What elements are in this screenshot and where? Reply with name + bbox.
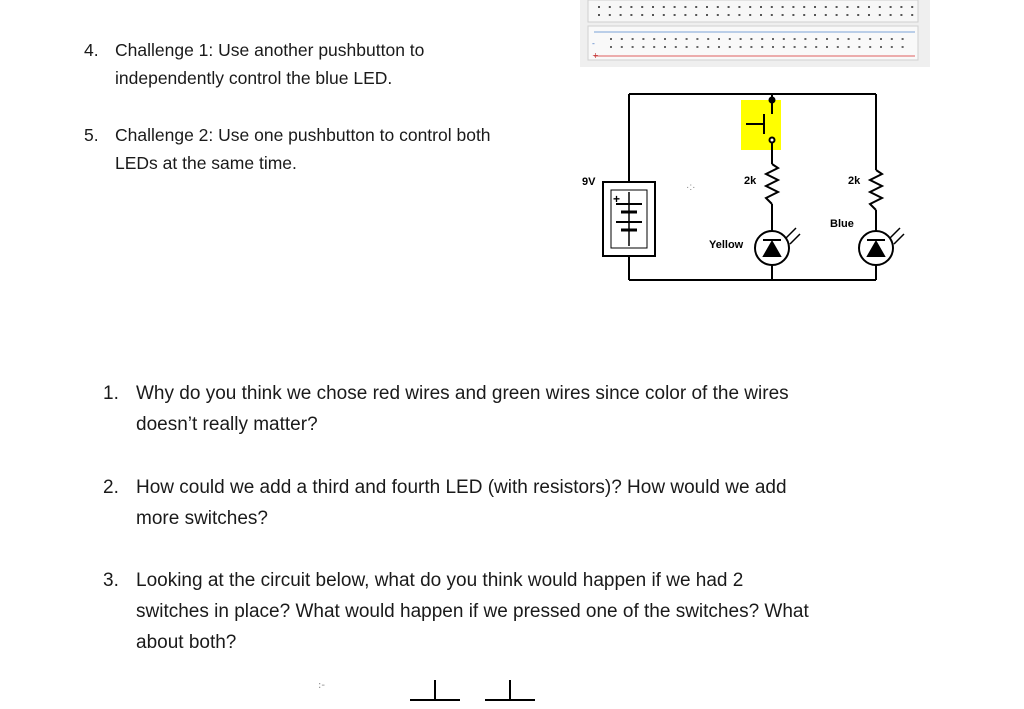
svg-text:-: - xyxy=(592,39,595,48)
question-item-2: 2. How could we add a third and fourth L… xyxy=(103,473,903,535)
partial-circuit-diagram: :- xyxy=(300,670,560,709)
circuit-schematic: + 9V 2k 2k Yellow Blue ·:· xyxy=(578,82,938,297)
resistor-2-label: 2k xyxy=(848,175,861,187)
resistor-2-symbol xyxy=(867,169,885,211)
question-item-1: 1. Why do you think we chose red wires a… xyxy=(103,379,903,441)
question-text-line1: Looking at the circuit below, what do yo… xyxy=(136,570,744,591)
svg-text:+: + xyxy=(592,51,599,60)
led-yellow-label: Yellow xyxy=(709,239,744,251)
svg-text:+: + xyxy=(613,192,620,206)
question-text-line1: Why do you think we chose red wires and … xyxy=(136,383,789,404)
question-text-line2: doesn’t really matter? xyxy=(136,414,318,435)
battery-label: 9V xyxy=(582,176,596,188)
svg-text:·:·: ·:· xyxy=(686,182,695,193)
challenge-item-5: 5. Challenge 2: Use one pushbutton to co… xyxy=(84,121,564,181)
challenge-text-line1: Challenge 1: Use another pushbutton to xyxy=(115,40,425,60)
list-number: 2. xyxy=(103,477,119,498)
question-text-line2: switches in place? What would happen if … xyxy=(136,601,809,622)
led-blue-symbol xyxy=(858,227,905,266)
challenge-item-4: 4. Challenge 1: Use another pushbutton t… xyxy=(84,36,564,96)
challenge-text-line2: LEDs at the same time. xyxy=(115,153,297,173)
led-yellow-symbol xyxy=(754,227,801,266)
battery-symbol xyxy=(602,181,656,257)
list-number: 3. xyxy=(103,570,119,591)
list-number: 4. xyxy=(84,40,99,60)
question-text-line2: more switches? xyxy=(136,508,268,529)
challenge-text-line2: independently control the blue LED. xyxy=(115,68,393,88)
resistor-1-label: 2k xyxy=(744,175,757,187)
question-item-3: 3. Looking at the circuit below, what do… xyxy=(103,566,923,660)
pushbutton-switch-symbol xyxy=(746,96,776,144)
cut-off-text-line xyxy=(112,0,542,2)
resistor-1-symbol xyxy=(763,163,781,205)
led-blue-label: Blue xyxy=(830,218,854,230)
question-text-line1: How could we add a third and fourth LED … xyxy=(136,477,787,498)
list-number: 5. xyxy=(84,125,99,145)
challenge-text-line1: Challenge 2: Use one pushbutton to contr… xyxy=(115,125,491,145)
svg-text::-: :- xyxy=(318,680,325,691)
list-number: 1. xyxy=(103,383,119,404)
breadboard-image: - + xyxy=(580,0,930,67)
question-text-line3: about both? xyxy=(136,632,237,653)
